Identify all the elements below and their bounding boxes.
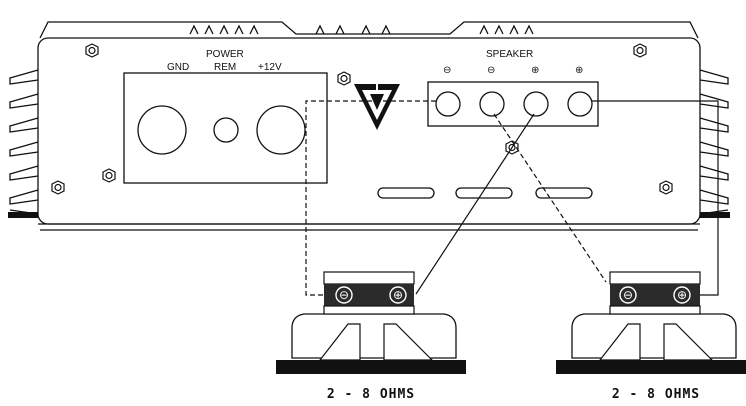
wiring (305, 100, 719, 296)
hex-screw-icon (659, 180, 673, 195)
speaker-terminal-panel (427, 81, 599, 127)
speaker-1-plus-symbol: ⊕ (393, 288, 403, 302)
speaker-1-impedance: 2 - 8 OHMS (327, 387, 415, 402)
speaker-2-minus-symbol: ⊖ (623, 288, 633, 302)
speaker-terminal-symbol-2: ⊖ (487, 65, 495, 76)
speaker-terminal-3 (523, 91, 549, 117)
hex-screw-icon (102, 168, 116, 183)
speaker-2-plus-symbol: ⊕ (677, 288, 687, 302)
wire-speaker1-negative (305, 100, 436, 296)
hex-screw-icon (85, 43, 99, 58)
hex-screw-icon (337, 71, 351, 86)
plus12v-label: +12V (258, 62, 282, 73)
gnd-label: GND (167, 62, 189, 73)
hex-screw-icon (633, 43, 647, 58)
power-title: POWER (206, 49, 244, 60)
speaker-terminal-symbol-4: ⊕ (575, 65, 583, 76)
wire-speaker1-positive (415, 113, 535, 295)
speaker-title: SPEAKER (486, 49, 533, 60)
speaker-2-impedance: 2 - 8 OHMS (612, 387, 700, 402)
wire-speaker2-negative (493, 113, 607, 283)
fin-teeth (8, 212, 730, 218)
speaker-terminal-1 (435, 91, 461, 117)
gnd-terminal (137, 105, 187, 155)
vent-slots (377, 187, 593, 199)
triangle-v-logo-icon (354, 84, 400, 130)
speaker-2 (556, 271, 746, 374)
plus12v-terminal (256, 105, 306, 155)
speaker-1 (276, 271, 466, 374)
speaker-1-minus-symbol: ⊖ (339, 288, 349, 302)
wire-speaker2-positive (592, 100, 719, 296)
hex-screw-icon (51, 180, 65, 195)
speaker-terminal-symbol-3: ⊕ (531, 65, 539, 76)
speaker-terminal-symbol-1: ⊖ (443, 65, 451, 76)
power-terminal-panel (123, 72, 328, 184)
rem-label: REM (214, 62, 236, 73)
speaker-terminal-2 (479, 91, 505, 117)
amplifier-body (9, 21, 729, 231)
rem-terminal (213, 117, 239, 143)
speaker-terminal-4 (567, 91, 593, 117)
